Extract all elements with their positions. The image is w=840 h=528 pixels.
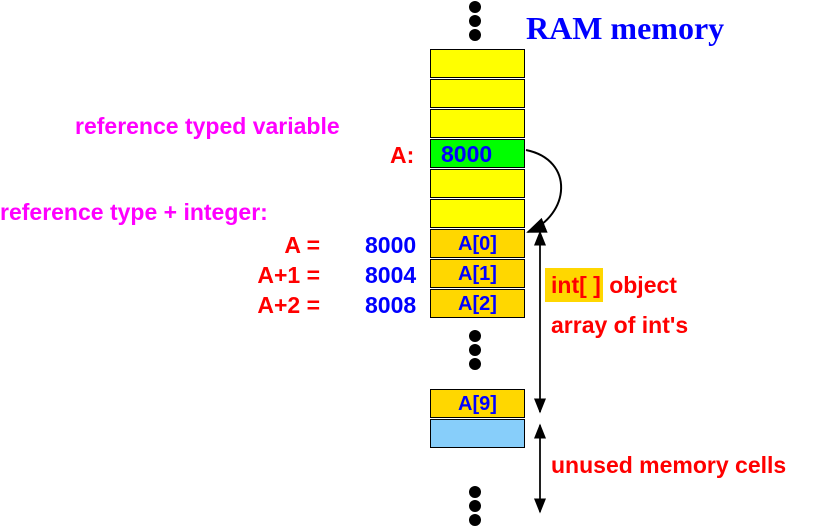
address-label: 8004 [365, 262, 417, 288]
array-cell: A[1] [430, 259, 525, 288]
memory-cell [430, 109, 525, 138]
ellipsis-dot [469, 29, 481, 41]
variable-value: 8000 [441, 141, 493, 167]
reference-arithmetic-label: reference type + integer: [0, 199, 268, 225]
memory-cell [430, 169, 525, 198]
diagram-title: RAM memory [526, 10, 725, 46]
ellipsis-dot [469, 1, 481, 13]
expression-label: A+1 = [257, 262, 320, 288]
unused-memory-label: unused memory cells [551, 452, 787, 478]
reference-variable-label: reference typed variable [75, 113, 340, 139]
ellipsis-dot [469, 486, 481, 498]
memory-cell [430, 199, 525, 228]
ellipsis-dot [469, 15, 481, 27]
ellipsis-dot [469, 358, 481, 370]
expression-label: A = [284, 232, 320, 258]
array-cell: A[9] [430, 389, 525, 418]
array-element-label: A[2] [458, 293, 497, 315]
memory-cell [430, 49, 525, 78]
ellipsis-dot [469, 330, 481, 342]
ellipsis-dot [469, 500, 481, 512]
array-element-label: A[9] [458, 393, 497, 415]
type-highlight: int[ ] [545, 268, 603, 302]
address-label: 8000 [365, 232, 417, 258]
unused-cell [430, 419, 525, 448]
object-word: object [609, 272, 677, 298]
expression-label: A+2 = [257, 292, 320, 318]
address-label: 8008 [365, 292, 417, 318]
memory-cell [430, 79, 525, 108]
array-cell: A[2] [430, 289, 525, 318]
ellipsis-dot [469, 344, 481, 356]
array-cell: A[0] [430, 229, 525, 258]
variable-cell: 8000 [430, 139, 525, 168]
array-description-label: array of int's [551, 312, 689, 338]
pointer-arrow [525, 149, 563, 233]
array-element-label: A[0] [458, 233, 497, 255]
object-type-label: int[ ] object [545, 268, 677, 302]
variable-name-label: A: [390, 142, 415, 168]
array-element-label: A[1] [458, 263, 497, 285]
ellipsis-dot [469, 514, 481, 526]
